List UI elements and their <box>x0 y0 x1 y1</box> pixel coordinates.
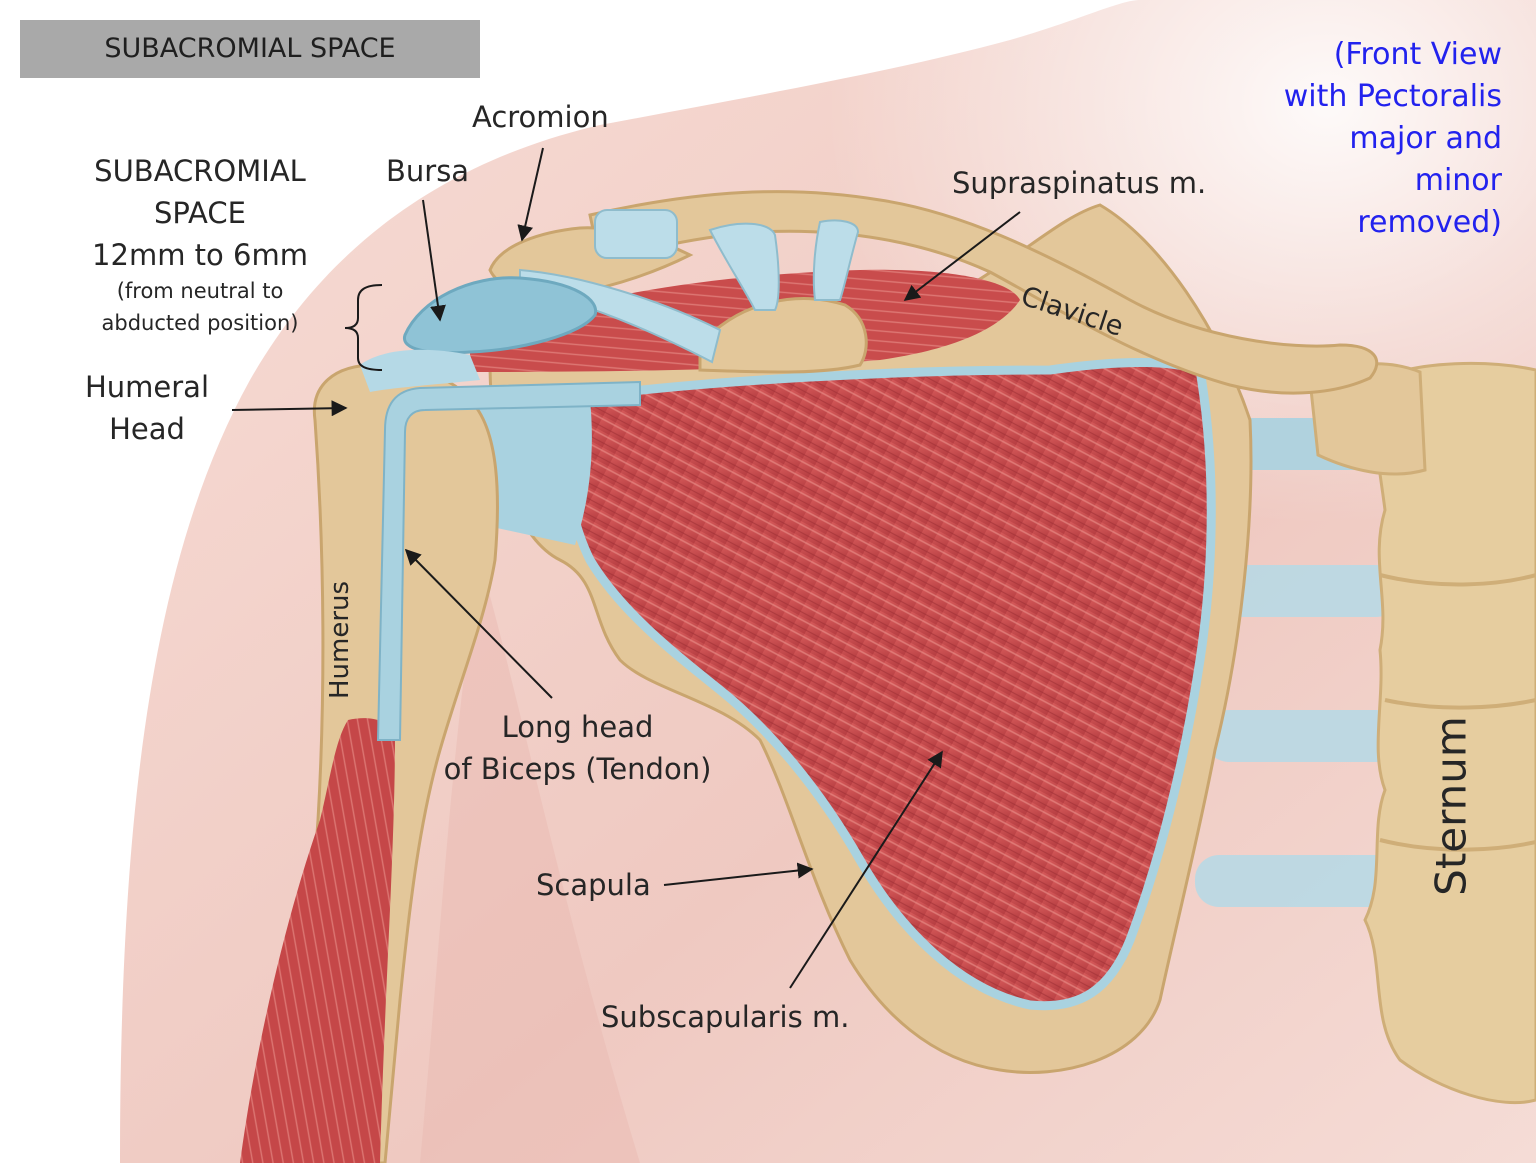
label-subscapularis: Subscapularis m. <box>601 1000 850 1034</box>
label-sternum: Sternum <box>1426 716 1476 896</box>
subacromial-bracket <box>344 284 383 371</box>
chest-shadow <box>420 560 640 1163</box>
label-scapula: Scapula <box>536 868 651 902</box>
label-bursa: Bursa <box>386 154 470 188</box>
note-line-3: major and <box>1349 121 1502 156</box>
title-banner: SUBACROMIAL SPACE <box>20 20 480 78</box>
note-line-4: minor <box>1414 163 1502 198</box>
note-line-5: removed) <box>1357 205 1502 240</box>
label-biceps-line-1: Long head <box>501 710 654 744</box>
view-note: (Front View with Pectoralis major and mi… <box>1284 34 1502 244</box>
space-description: SUBACROMIAL SPACE 12mm to 6mm (from neut… <box>70 150 330 339</box>
capsule-tendon <box>360 349 480 392</box>
label-supraspinatus: Supraspinatus m. <box>952 166 1207 200</box>
label-humeral-head-line-1: Humeral <box>84 370 210 404</box>
space-line-2: SPACE <box>154 196 246 231</box>
label-humeral-head: Humeral Head <box>84 366 210 450</box>
space-line-4: (from neutral to <box>116 279 284 304</box>
sternum-bone <box>1363 361 1536 1105</box>
biceps-tendon <box>376 380 641 741</box>
ribs <box>1195 418 1400 907</box>
label-acromion: Acromion <box>472 100 609 134</box>
label-biceps-line-2: of Biceps (Tendon) <box>443 752 712 787</box>
label-humerus: Humerus <box>325 580 356 700</box>
page-title: SUBACROMIAL SPACE <box>104 33 396 64</box>
leader-lines <box>231 147 1021 989</box>
label-biceps: Long head of Biceps (Tendon) <box>440 706 715 790</box>
biceps-muscle <box>240 718 395 1163</box>
note-line-1: (Front View <box>1333 37 1502 72</box>
label-humeral-head-line-2: Head <box>109 412 185 447</box>
space-line-3: 12mm to 6mm <box>92 238 308 273</box>
sternum-segments <box>1379 573 1536 852</box>
note-line-2: with Pectoralis <box>1283 79 1502 114</box>
space-line-5: abducted position) <box>101 310 299 335</box>
space-line-1: SUBACROMIAL <box>94 154 306 188</box>
subscapularis-muscle <box>555 358 1216 1011</box>
